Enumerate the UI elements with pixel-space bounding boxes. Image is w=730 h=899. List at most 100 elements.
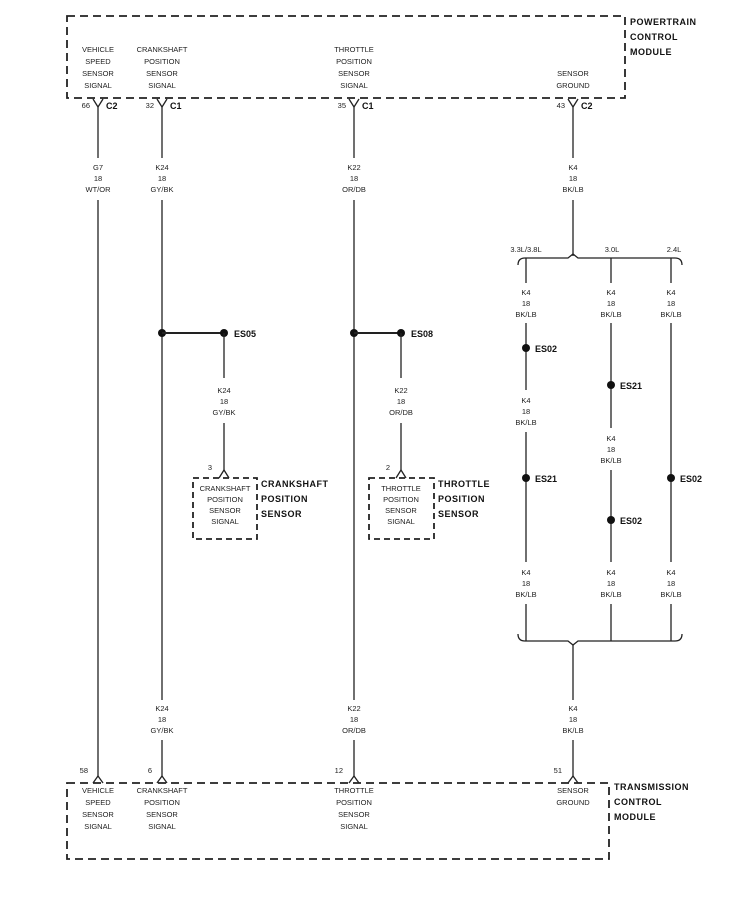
wire-mid-1-label-1: K4 [606, 288, 615, 297]
top-brace [517, 253, 683, 266]
splice-left-es21-label: ES21 [535, 474, 557, 484]
tcm-title-line-2: CONTROL [614, 797, 662, 807]
tcm-vss-label-1: VEHICLE [82, 786, 114, 795]
tcm-title-line-3: MODULE [614, 812, 656, 822]
tcm-ckp-label-1: CRANKSHAFT [137, 786, 188, 795]
pcm-ckp-label-4: SIGNAL [148, 81, 176, 90]
pcm-tps-label-1: THROTTLE [334, 45, 374, 54]
pcm-tps-pin: 35 [338, 101, 346, 110]
tcm-ckp-label-4: SIGNAL [148, 822, 176, 831]
wire-k4-bottom-label-1: K4 [568, 704, 577, 713]
pcm-ckp-conn: C1 [170, 101, 182, 111]
wire-right-1-label-3: BK/LB [660, 310, 681, 319]
pcm-vss-label-1: VEHICLE [82, 45, 114, 54]
pcm-ckp-pin: 32 [146, 101, 154, 110]
tps-sensor-title-1: THROTTLE [438, 479, 490, 489]
tps-sensor-title-3: SENSOR [438, 509, 479, 519]
wire-mid-1-label-2: 18 [607, 299, 615, 308]
pcm-title-line-2: CONTROL [630, 32, 678, 42]
engine-label-left: 3.3L/3.8L [510, 245, 541, 254]
pcm-ground-pin: 43 [557, 101, 565, 110]
ckp-sensor-inner-1: CRANKSHAFT [200, 484, 251, 493]
pcm-title-line-1: POWERTRAIN [630, 17, 697, 27]
wire-k24-label-3: GY/BK [151, 185, 174, 194]
wire-k24-label-2: 18 [158, 174, 166, 183]
wire-left-1-label-1: K4 [521, 288, 530, 297]
wire-right-2-label-2: 18 [667, 579, 675, 588]
ckp-sensor-pin: 3 [208, 463, 212, 472]
pcm-ckp-label-3: SENSOR [146, 69, 178, 78]
wire-k24-branch-label-2: 18 [220, 397, 228, 406]
pcm-tps-label-4: SIGNAL [340, 81, 368, 90]
tcm-tps-label-2: POSITION [336, 798, 372, 807]
wire-k22-bottom-label-3: OR/DB [342, 726, 366, 735]
tps-sensor-pin: 2 [386, 463, 390, 472]
wire-k24-bottom-label-2: 18 [158, 715, 166, 724]
pcm-ckp-label-2: POSITION [144, 57, 180, 66]
wire-k4-bottom-label-3: BK/LB [562, 726, 583, 735]
splice-es05-label: ES05 [234, 329, 256, 339]
wire-g7-label-1: G7 [93, 163, 103, 172]
splice-mid-es21-label: ES21 [620, 381, 642, 391]
ckp-sensor-title-2: POSITION [261, 494, 308, 504]
pcm-connectors [92, 98, 579, 109]
tcm-pin-ground-connector [567, 774, 579, 784]
wire-k22-label-3: OR/DB [342, 185, 366, 194]
splice-left-es02-label: ES02 [535, 344, 557, 354]
wire-k22-branch-label-2: 18 [397, 397, 405, 406]
tps-sensor-inner-2: POSITION [383, 495, 419, 504]
pcm-title-line-3: MODULE [630, 47, 672, 57]
pcm-tps-label-3: SENSOR [338, 69, 370, 78]
pcm-pin-ground-connector [567, 98, 579, 109]
wire-left-3-label-2: 18 [522, 579, 530, 588]
ckp-sensor-inner-3: SENSOR [209, 506, 241, 515]
ckp-sensor-inner-4: SIGNAL [211, 517, 239, 526]
tcm-vss-label-2: SPEED [85, 798, 111, 807]
tcm-title-line-1: TRANSMISSION [614, 782, 689, 792]
tcm-vss-label-4: SIGNAL [84, 822, 112, 831]
wire-k24-label-1: K24 [155, 163, 168, 172]
ckp-sensor-box [192, 477, 258, 540]
wire-k24-bottom-label-3: GY/BK [151, 726, 174, 735]
ckp-sensor-title-1: CRANKSHAFT [261, 479, 329, 489]
tps-sensor-box [368, 477, 435, 540]
tcm-ground-pin: 51 [554, 766, 562, 775]
wire-right-1-label-2: 18 [667, 299, 675, 308]
tps-sensor-inner-3: SENSOR [385, 506, 417, 515]
wire-k4-label-3: BK/LB [562, 185, 583, 194]
wire-mid-2-label-3: BK/LB [600, 456, 621, 465]
pcm-box [66, 15, 626, 99]
pcm-vss-conn: C2 [106, 101, 118, 111]
wire-g7-label-2: 18 [94, 174, 102, 183]
tcm-pin-vss-connector [92, 774, 104, 784]
wire-k22-bottom-label-2: 18 [350, 715, 358, 724]
wire-k22-branch-label-3: OR/DB [389, 408, 413, 417]
splice-mid-es21-dot [607, 381, 615, 389]
tcm-box [66, 782, 610, 860]
pcm-pin-tps-connector [348, 98, 360, 109]
wire-k22-label-1: K22 [347, 163, 360, 172]
wire-left-3-label-1: K4 [521, 568, 530, 577]
splice-mid-es02-label: ES02 [620, 516, 642, 526]
ckp-sensor-inner-2: POSITION [207, 495, 243, 504]
splice-left-es21-dot [522, 474, 530, 482]
wire-mid-3-label-2: 18 [607, 579, 615, 588]
wire-k4-bottom-label-2: 18 [569, 715, 577, 724]
splice-es08-label: ES08 [411, 329, 433, 339]
tcm-vss-label-3: SENSOR [82, 810, 114, 819]
pcm-vss-pin: 66 [82, 101, 90, 110]
tps-sensor-title-2: POSITION [438, 494, 485, 504]
pcm-ground-label-2: GROUND [556, 81, 590, 90]
splice-right-es02-dot [667, 474, 675, 482]
tps-sensor-connector [395, 468, 407, 479]
pcm-vss-label-4: SIGNAL [84, 81, 112, 90]
splice-right-es02-label: ES02 [680, 474, 702, 484]
wire-left-1-label-2: 18 [522, 299, 530, 308]
tcm-ground-label-1: SENSOR [557, 786, 589, 795]
tcm-tps-pin: 12 [335, 766, 343, 775]
tcm-ckp-label-2: POSITION [144, 798, 180, 807]
wire-k4-label-1: K4 [568, 163, 577, 172]
tps-sensor-inner-1: THROTTLE [381, 484, 421, 493]
ckp-sensor-title-3: SENSOR [261, 509, 302, 519]
wire-mid-1-label-3: BK/LB [600, 310, 621, 319]
